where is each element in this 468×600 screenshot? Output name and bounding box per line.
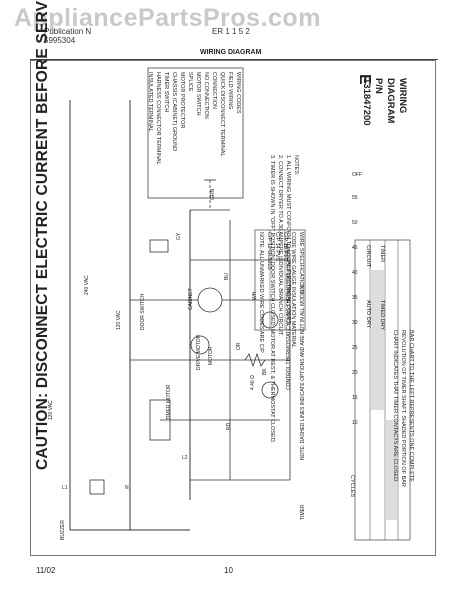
legend-item: INSULATED TERMINAL (147, 72, 153, 132)
label-cabinet: CABINET (188, 288, 194, 310)
label-ground: GRN (210, 188, 216, 200)
label-l1: L1 (62, 485, 68, 491)
legend-item: NO CONNECTION (203, 72, 209, 119)
cycle-tick: 50 (352, 220, 358, 226)
wire-spec-box (254, 229, 306, 331)
label-wire-bu: BU (224, 273, 230, 280)
wire-spec-block: WIRE SPECIFICATIONS CODE WIRE GAUGE INSU… (257, 232, 305, 353)
publication-number: 5995304 (44, 36, 76, 45)
header-rule (30, 59, 438, 60)
cycle-row-label: TIMED DRY (379, 300, 385, 331)
cycle-bar-auto (371, 270, 384, 410)
label-cycling-thermostat: CYCLING THERMOSTAT (286, 272, 292, 330)
cycle-tick: 35 (352, 295, 358, 301)
label-high-limit: HIGH LIMIT (286, 243, 292, 270)
cycle-chart-header: CYCLES (349, 475, 355, 498)
high-limit-symbol (261, 381, 279, 399)
heater-element (244, 352, 266, 368)
legend-item: MOTOR PROTECTOR (179, 72, 185, 129)
header-model: ER 1 1 5 2 (212, 27, 250, 36)
legend-block: WIRING CODES FIELD WIRING QUICK DISCONNE… (146, 72, 242, 165)
footer-date: 11/02 (36, 566, 56, 575)
cycle-bar-timed (386, 420, 397, 520)
cycle-tick: 30 (352, 320, 358, 326)
page-title: WIRING DIAGRAM (200, 49, 262, 56)
motor-symbol (197, 287, 223, 313)
label-n: N (125, 485, 129, 491)
label-l2: L2 (182, 455, 188, 461)
label-wire-or: OR (236, 342, 242, 351)
cycle-row-label: CIRCUIT (365, 245, 371, 268)
label-motor: MOTOR (208, 346, 214, 365)
label-120vac-a: 120 VAC (48, 400, 54, 420)
label-240vac: 240 VAC (84, 275, 90, 295)
buzzer-box (89, 479, 105, 495)
timer-motor-symbol (190, 335, 210, 355)
cycle-tick: 20 (352, 370, 358, 376)
legend-item: TIMER SWITCH (163, 72, 169, 113)
cycle-chart-box (354, 239, 411, 541)
diagram-part-number: P/N 131847200 (361, 78, 384, 126)
header-publication: Publication N 5995304 (44, 27, 91, 45)
legend-item: FIELD WIRING (227, 72, 233, 110)
label-dashed-note: NOTE: DASHED LINES INDICATE OPTIONS AND … (300, 284, 306, 460)
wire-spec-row: C/P 14 PVC (274, 232, 280, 262)
watermark: AppliancePartsPros.com (14, 4, 321, 32)
cycle-tick: 10 (352, 420, 358, 426)
label-wire-gy: GY (176, 232, 182, 240)
cycle-row-label: AUTO DRY (365, 300, 371, 329)
legend-item: QUICK DISCONNECT TERMINAL (219, 72, 225, 157)
cycle-tick: 25 (352, 345, 358, 351)
diagram-border (30, 60, 436, 556)
wiring-diagram (30, 60, 436, 556)
legend-item: SPLICE (187, 72, 193, 92)
label-wire-bk: BK (262, 368, 268, 375)
cycle-tick: 45 (352, 245, 358, 251)
label-heater: 4.46 Ω (250, 375, 256, 390)
label-timer: TIMER (300, 504, 306, 520)
legend-item: CHASSIS (CABINET) GROUND (171, 72, 177, 152)
cycle-tick: 55 (352, 195, 358, 201)
label-120vac-b: 120 VAC (116, 310, 122, 330)
label-wire-wh: WH (252, 291, 258, 300)
legend-box (147, 67, 244, 199)
legend-title: WIRING CODES (235, 72, 241, 114)
legend-item: MOTOR SWITCH (195, 72, 201, 116)
label-buzzer: BUZZER (60, 520, 66, 540)
legend-item: CONNECTION (211, 72, 217, 109)
publication-label: Publication N (44, 27, 92, 36)
cycle-row-label: TIMER (379, 245, 385, 263)
label-drive-motor: DRIVE MOTOR (196, 334, 202, 370)
footer-page: 10 (224, 566, 233, 575)
label-wire-rd: RD (226, 422, 232, 430)
timer-switch-box (149, 399, 171, 441)
wire-spec-note: NOTE: ALL UNMARKED WIRE CODES ARE C/P (258, 232, 264, 353)
door-switch-box (149, 239, 169, 253)
cycle-tick: OFF (352, 172, 362, 178)
diagram-id-title: WIRING DIAGRAM (385, 78, 408, 124)
label-timer-motor: TIMER MOTOR (166, 384, 172, 420)
legend-item: HARNESS CONNECTOR TERMINAL (155, 72, 161, 165)
cycle-tick: 15 (352, 395, 358, 401)
bar-chart-note: BAR CHART TO THE LEFT REPRESENTS ONE COM… (392, 330, 414, 487)
label-door-switch: DOOR SWITCH (140, 293, 146, 330)
diagram-id-block: WIRING DIAGRAM P/N 131847200 (360, 78, 408, 138)
label-control-thermostat: CONTROL THERMOSTAT (286, 330, 292, 390)
cycle-tick: 40 (352, 270, 358, 276)
wire-spec-row: C/P 12 UL1015 (266, 232, 272, 270)
